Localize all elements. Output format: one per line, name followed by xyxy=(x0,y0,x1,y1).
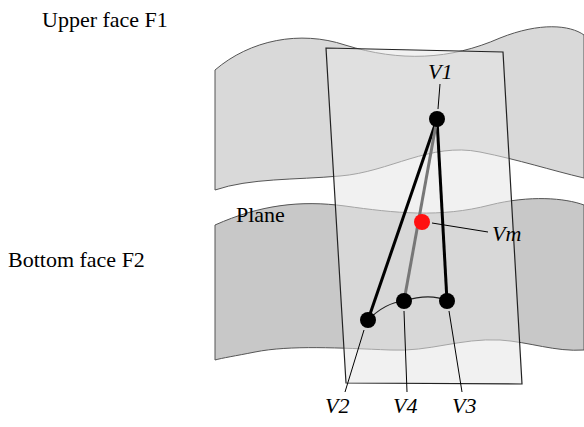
point-v2 xyxy=(360,312,376,328)
figure-label: Vm xyxy=(492,222,521,246)
line-v1-v4 xyxy=(404,119,437,301)
figure-label: V1 xyxy=(428,60,452,84)
point-v4 xyxy=(396,293,412,309)
point-vm xyxy=(414,214,430,230)
figure-label: Upper face F1 xyxy=(42,8,168,32)
plane xyxy=(326,48,522,384)
figure-label: V3 xyxy=(452,394,476,418)
line-v1-v2 xyxy=(368,119,437,320)
figure-label: Plane xyxy=(236,203,285,227)
figure-label: V2 xyxy=(325,394,349,418)
point-v3 xyxy=(439,293,455,309)
point-v1 xyxy=(429,111,445,127)
figure-label: V4 xyxy=(393,394,417,418)
figure-label: Bottom face F2 xyxy=(8,248,145,272)
line-v1-v3 xyxy=(437,119,447,301)
leader-v2 xyxy=(345,330,364,392)
leader-v3 xyxy=(449,311,462,392)
leader-vm xyxy=(432,223,488,232)
leader-v4 xyxy=(404,311,407,392)
leader-v1 xyxy=(438,84,440,109)
